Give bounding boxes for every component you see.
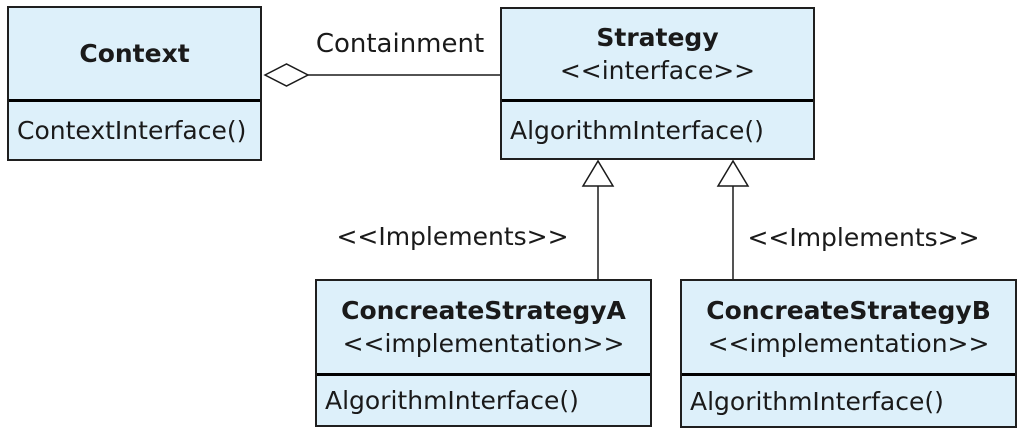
implements-b-edge-label: <<Implements>> xyxy=(747,223,980,252)
class-name: Context xyxy=(79,39,190,68)
class-stereotype: <<implementation>> xyxy=(707,329,990,358)
realization-triangle-b-icon xyxy=(716,159,750,187)
class-method: AlgorithmInterface() xyxy=(682,373,1015,426)
class-box-context: Context ContextInterface() xyxy=(7,6,262,161)
class-stereotype: <<implementation>> xyxy=(342,329,625,358)
class-box-strategy: Strategy <<interface>> AlgorithmInterfac… xyxy=(500,7,815,160)
implements-a-edge-label: <<Implements>> xyxy=(336,222,569,251)
class-title-compartment: ConcreateStrategyB <<implementation>> xyxy=(682,281,1015,373)
class-method: AlgorithmInterface() xyxy=(502,99,813,158)
class-method: ContextInterface() xyxy=(9,99,260,159)
class-title-compartment: Context xyxy=(9,8,260,99)
class-name: ConcreateStrategyB xyxy=(706,296,991,325)
class-name: ConcreateStrategyA xyxy=(341,296,626,325)
containment-edge-label: Containment xyxy=(315,29,485,59)
class-title-compartment: ConcreateStrategyA <<implementation>> xyxy=(317,281,650,373)
class-method: AlgorithmInterface() xyxy=(317,373,650,425)
class-stereotype: <<interface>> xyxy=(559,56,756,85)
aggregation-diamond-icon xyxy=(263,63,310,87)
class-box-concrete-strategy-a: ConcreateStrategyA <<implementation>> Al… xyxy=(315,279,652,427)
class-name: Strategy xyxy=(596,23,719,52)
class-title-compartment: Strategy <<interface>> xyxy=(502,9,813,99)
class-box-concrete-strategy-b: ConcreateStrategyB <<implementation>> Al… xyxy=(680,279,1017,428)
realization-triangle-a-icon xyxy=(581,159,615,187)
